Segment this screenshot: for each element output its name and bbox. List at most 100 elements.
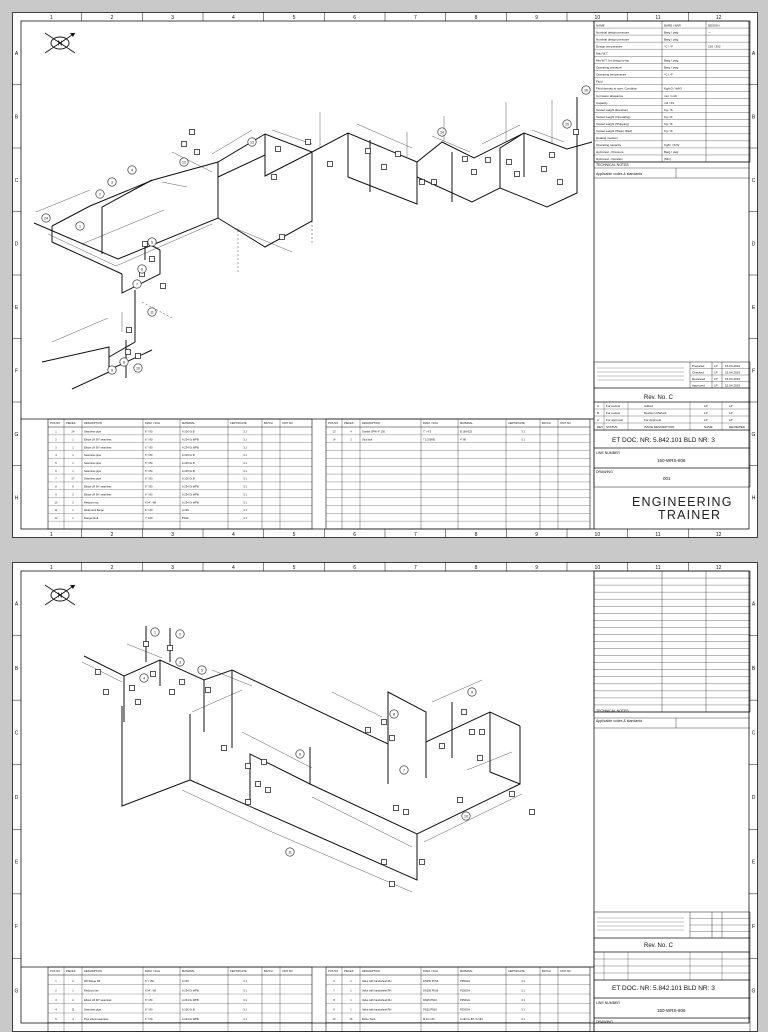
bom-cell: B 166-625 bbox=[460, 430, 473, 434]
bom-cell: 3.1 bbox=[243, 430, 247, 434]
bom-cell: 5 bbox=[55, 1017, 57, 1021]
table-cell: Kg / lb bbox=[664, 129, 673, 133]
bom-cell: 3.1 bbox=[243, 979, 247, 983]
bom-cell: 2 bbox=[55, 988, 57, 992]
revision-cell: ISSUE DESCRIPTION bbox=[644, 425, 674, 429]
bom-header-cell: DESCRIPTION bbox=[84, 969, 102, 973]
callout-bubble bbox=[175, 657, 185, 667]
table-cell: °C / °F bbox=[664, 44, 673, 48]
bom-cell: 4 bbox=[72, 1017, 74, 1021]
callout-label: 3 bbox=[111, 180, 113, 184]
dimension-line bbox=[231, 226, 293, 253]
revision-cell: LP bbox=[729, 404, 733, 408]
bom-header-cell: DESCRIPTION bbox=[362, 969, 380, 973]
support-marker-icon bbox=[194, 149, 200, 155]
table-cell: Barg / psig bbox=[664, 59, 679, 63]
dimension-line bbox=[241, 731, 313, 769]
bom-cell: 10 bbox=[333, 1017, 336, 1021]
bom-cell: 3.1 bbox=[243, 1017, 247, 1021]
bom-cell: 10 bbox=[55, 500, 58, 504]
grid-column-label: 6 bbox=[353, 15, 356, 21]
grid-row-label: A bbox=[15, 601, 19, 607]
table-cell: DESIGN bbox=[708, 23, 720, 27]
bom-header-cell: DIAM. / SCH bbox=[423, 421, 438, 425]
bom-cell: 2 bbox=[72, 500, 74, 504]
bom-cell: P250GH bbox=[460, 1007, 470, 1011]
bom-cell: 7 bbox=[55, 477, 57, 481]
support-marker-icon bbox=[403, 809, 409, 815]
grid-row-label: B bbox=[752, 114, 756, 120]
grid-column-label: 3 bbox=[171, 15, 174, 21]
callout-label: 15 bbox=[565, 122, 569, 126]
bom-cell: A 193 Gr.B7 / A 194 bbox=[460, 1017, 483, 1021]
bom-header-cell: BATCH bbox=[542, 421, 551, 425]
support-marker-icon bbox=[477, 755, 483, 761]
bom-cell: Elbow LR 90° seamless bbox=[84, 492, 112, 496]
applicable-codes: Applicable codes & standards bbox=[596, 172, 643, 176]
revision-cell: LP bbox=[704, 411, 708, 415]
revision-cell: LP bbox=[704, 418, 708, 422]
pipe-segment bbox=[189, 714, 418, 881]
bom-cell: 2 bbox=[72, 979, 74, 983]
bom-cell: Valve with handwheel RH bbox=[362, 979, 391, 983]
table-cell: Hydrotest - Duration bbox=[596, 157, 623, 161]
doc-title: ET DOC. NR: 5.842.101 BLD NR: 3 bbox=[612, 985, 715, 992]
north-label: N bbox=[57, 41, 62, 48]
grid-column-label: 11 bbox=[655, 532, 660, 538]
north-arrow-icon bbox=[44, 584, 76, 606]
support-marker-icon bbox=[509, 791, 515, 797]
bom-cell: P250GH bbox=[460, 998, 470, 1002]
dimension-line bbox=[51, 317, 109, 343]
grid-row-label: D bbox=[752, 795, 756, 801]
bom-cell: 1 bbox=[72, 469, 74, 473]
grid-column-label: 4 bbox=[232, 532, 235, 538]
callout-label: 7 bbox=[403, 768, 405, 772]
dimension-line bbox=[171, 151, 213, 173]
bom-header-cell: DIAM. / SCH bbox=[423, 969, 438, 973]
bom-cell: P250GH bbox=[460, 979, 470, 983]
table-cell: Max W.T. bbox=[596, 51, 609, 55]
approval-name: LP bbox=[714, 371, 718, 375]
table-cell: Nominal design pressure bbox=[596, 37, 630, 41]
table-cell: Barg / psig bbox=[664, 30, 679, 34]
bom-cell: DN150 PN16 bbox=[423, 988, 439, 992]
table-cell: Vessel weight (Shipping) bbox=[596, 122, 629, 126]
callout-label: 8 bbox=[393, 712, 395, 716]
bom-cell: 6" / 80 bbox=[145, 477, 153, 481]
support-marker-icon bbox=[381, 719, 387, 725]
revision-cell: LP bbox=[729, 418, 733, 422]
bom-cell: M 16 x 80 bbox=[423, 1017, 435, 1021]
callout-bubble bbox=[147, 237, 157, 247]
bom-cell: 6"x4" / 80 bbox=[145, 988, 157, 992]
table-cell: Hydrotest - Pressure bbox=[596, 150, 624, 154]
grid-row-label: E bbox=[15, 305, 19, 311]
bom-cell: 4" 80 bbox=[460, 437, 467, 441]
bom-cell: 1 bbox=[72, 508, 74, 512]
grid-column-label: 4 bbox=[232, 15, 235, 21]
support-marker-icon bbox=[149, 256, 155, 262]
support-marker-icon bbox=[275, 146, 281, 152]
brand-line-2: TRAINER bbox=[658, 508, 722, 522]
support-marker-icon bbox=[471, 169, 477, 175]
grid-column-label: 5 bbox=[293, 15, 296, 21]
north-arrow-head-icon bbox=[70, 33, 75, 37]
table-cell: Min W.T. for design temp bbox=[596, 59, 629, 63]
bom-cell: Bolts / Nuts bbox=[362, 1017, 376, 1021]
callout-label: 9 bbox=[111, 368, 113, 372]
support-marker-icon bbox=[169, 689, 175, 695]
dimension-line bbox=[271, 831, 413, 893]
support-marker-icon bbox=[549, 152, 555, 158]
bom-cell: P250GH bbox=[460, 988, 470, 992]
bom-cell: PN16 bbox=[182, 516, 189, 520]
sheet-border bbox=[12, 12, 758, 538]
pipe-segment bbox=[217, 154, 266, 178]
bom-header-cell: UNIT NO. bbox=[560, 421, 572, 425]
table-cell: Barg / psig bbox=[664, 66, 679, 70]
revision-cell: B bbox=[597, 411, 599, 415]
grid-column-label: 9 bbox=[535, 565, 538, 571]
support-marker-icon bbox=[327, 161, 333, 167]
bom-cell: A 234 Gr.WPB bbox=[182, 500, 199, 504]
revision-cell: Revision Marked bbox=[644, 411, 667, 415]
support-marker-icon bbox=[167, 645, 173, 651]
support-marker-icon bbox=[181, 141, 187, 147]
